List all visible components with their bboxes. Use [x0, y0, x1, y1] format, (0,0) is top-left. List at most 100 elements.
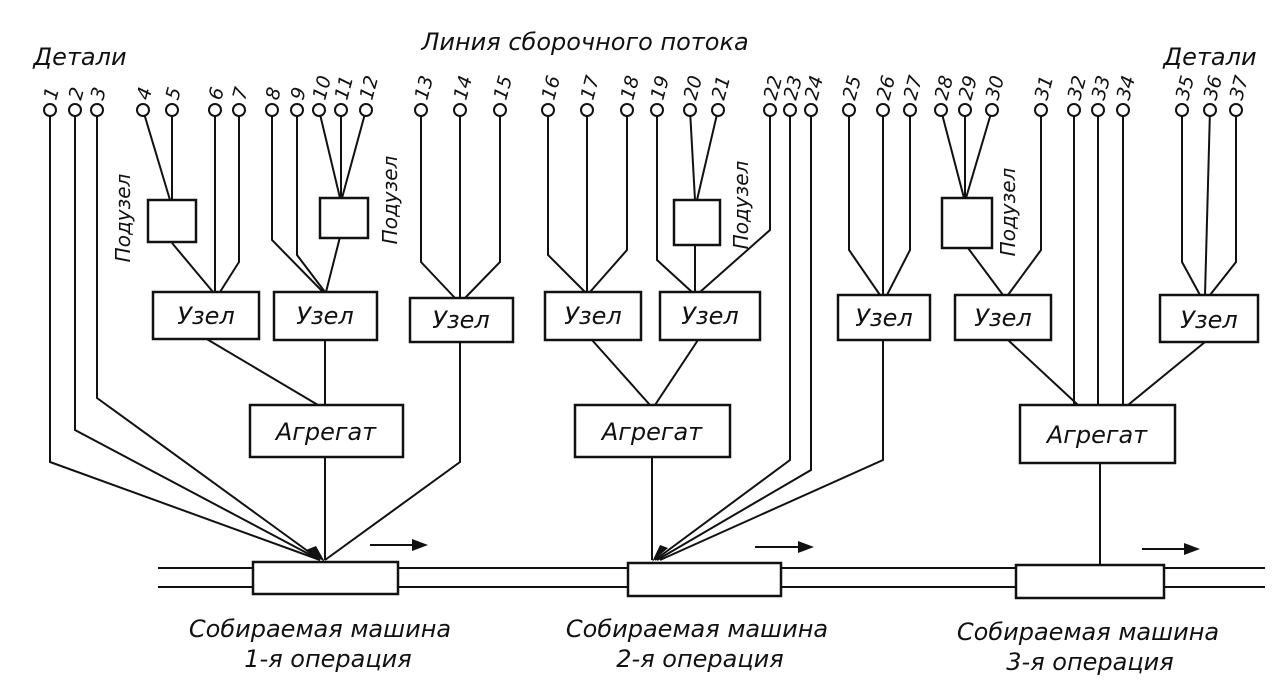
part-number-1: 1 — [40, 85, 64, 102]
part-number-18: 18 — [617, 73, 645, 102]
part-number-13: 13 — [411, 73, 439, 102]
part-pin-5 — [165, 103, 179, 117]
part-number-37: 37 — [1226, 73, 1254, 102]
part-pin-28 — [934, 103, 948, 117]
diagram-title: Линия сборочного потока — [420, 28, 748, 56]
part-number-19: 19 — [647, 73, 675, 102]
part-number-26: 26 — [873, 73, 901, 102]
unit-label-1: Узел — [177, 302, 235, 330]
part-pin-29 — [958, 103, 972, 117]
part-pin-25 — [842, 103, 856, 117]
aggregate-box-2: Агрегат — [573, 403, 732, 459]
part-pin-27 — [903, 103, 917, 117]
part-number-35: 35 — [1172, 73, 1200, 102]
unit-box-8: Узел — [1158, 293, 1260, 344]
part-pin-23 — [783, 103, 797, 117]
unit-box-4: Узел — [543, 290, 643, 342]
flow-arrow-2 — [755, 541, 814, 553]
aggregate-box-3: Агрегат — [1018, 403, 1177, 465]
part-number-20: 20 — [680, 73, 708, 102]
unit-label-7: Узел — [974, 304, 1032, 332]
part-number-4: 4 — [133, 85, 157, 102]
part-number-14: 14 — [450, 73, 478, 102]
part-number-12: 12 — [356, 73, 384, 102]
arrowhead-op1 — [306, 546, 325, 562]
part-pin-1 — [43, 103, 57, 117]
parts-label-left: Детали — [32, 43, 126, 71]
subassembly-label-1: Подузел — [111, 173, 135, 262]
part-number-16: 16 — [538, 73, 566, 102]
unit-box-2: Узел — [272, 290, 379, 342]
part-pin-21 — [711, 103, 725, 117]
part-number-36: 36 — [1200, 73, 1228, 102]
part-number-30: 30 — [982, 73, 1010, 102]
machine-box-3 — [1014, 563, 1166, 600]
operation-1-line1: Собираемая машина — [189, 615, 451, 643]
part-number-17: 17 — [577, 73, 605, 102]
part-number-15: 15 — [490, 73, 518, 102]
part-number-9: 9 — [287, 85, 311, 102]
aggregate-label-3: Агрегат — [1045, 421, 1148, 449]
part-pin-32 — [1067, 103, 1081, 117]
operation-1-line2: 1-я операция — [244, 645, 411, 673]
operation-2-line1: Собираемая машина — [566, 615, 828, 643]
aggregate-label-1: Агрегат — [274, 418, 377, 446]
arrowhead-op2 — [652, 545, 668, 562]
part-pin-15 — [493, 103, 507, 117]
part-pin-16 — [541, 103, 555, 117]
part-pin-13 — [414, 103, 428, 117]
part-number-11: 11 — [331, 73, 359, 102]
part-pin-14 — [453, 103, 467, 117]
part-number-2: 2 — [65, 85, 89, 102]
part-number-21: 21 — [708, 73, 736, 102]
part-number-5: 5 — [162, 85, 186, 102]
part-number-6: 6 — [205, 85, 229, 102]
part-number-7: 7 — [229, 85, 253, 102]
connection-lines — [49, 109, 1237, 565]
subassembly-box-3 — [672, 198, 722, 247]
unit-box-6: Узел — [836, 293, 932, 342]
part-number-33: 33 — [1088, 73, 1116, 102]
part-pin-17 — [580, 103, 594, 117]
machine-box-2 — [626, 561, 783, 598]
unit-label-5: Узел — [681, 302, 739, 330]
part-pin-37 — [1229, 103, 1243, 117]
unit-label-4: Узел — [564, 302, 622, 330]
part-number-25: 25 — [839, 73, 867, 102]
part-number-32: 32 — [1064, 73, 1092, 102]
part-pin-24 — [804, 103, 818, 117]
part-pin-31 — [1034, 103, 1048, 117]
unit-box-1: Узел — [151, 290, 261, 341]
unit-label-6: Узел — [855, 304, 913, 332]
operation-3-line1: Собираемая машина — [957, 618, 1219, 646]
subassembly-box-1 — [146, 198, 198, 244]
part-pin-3 — [90, 103, 104, 117]
unit-label-2: Узел — [296, 302, 354, 330]
part-pin-11 — [334, 103, 348, 117]
part-pin-35 — [1175, 103, 1189, 117]
part-pin-12 — [359, 103, 373, 117]
unit-box-3: Узел — [408, 296, 515, 344]
part-number-31: 31 — [1031, 73, 1059, 102]
part-number-27: 27 — [900, 73, 928, 102]
part-number-24: 24 — [801, 73, 829, 102]
part-number-34: 34 — [1113, 73, 1141, 102]
subassembly-label-2: Подузел — [378, 155, 402, 244]
machine-box-1 — [251, 560, 400, 596]
operation-3-line2: 3-я операция — [1006, 648, 1173, 676]
subassembly-label-3: Подузел — [729, 160, 753, 249]
subassembly-box-2 — [318, 196, 370, 240]
part-pin-10 — [312, 103, 326, 117]
part-number-29: 29 — [955, 73, 983, 102]
part-number-8: 8 — [262, 85, 286, 102]
part-pin-4 — [136, 103, 150, 117]
subassembly-label-4: Подузел — [996, 167, 1020, 256]
part-pin-26 — [876, 103, 890, 117]
flow-arrow-3 — [1142, 543, 1200, 555]
flow-arrow-1 — [370, 539, 428, 551]
part-pin-2 — [68, 103, 82, 117]
part-pin-8 — [265, 103, 279, 117]
